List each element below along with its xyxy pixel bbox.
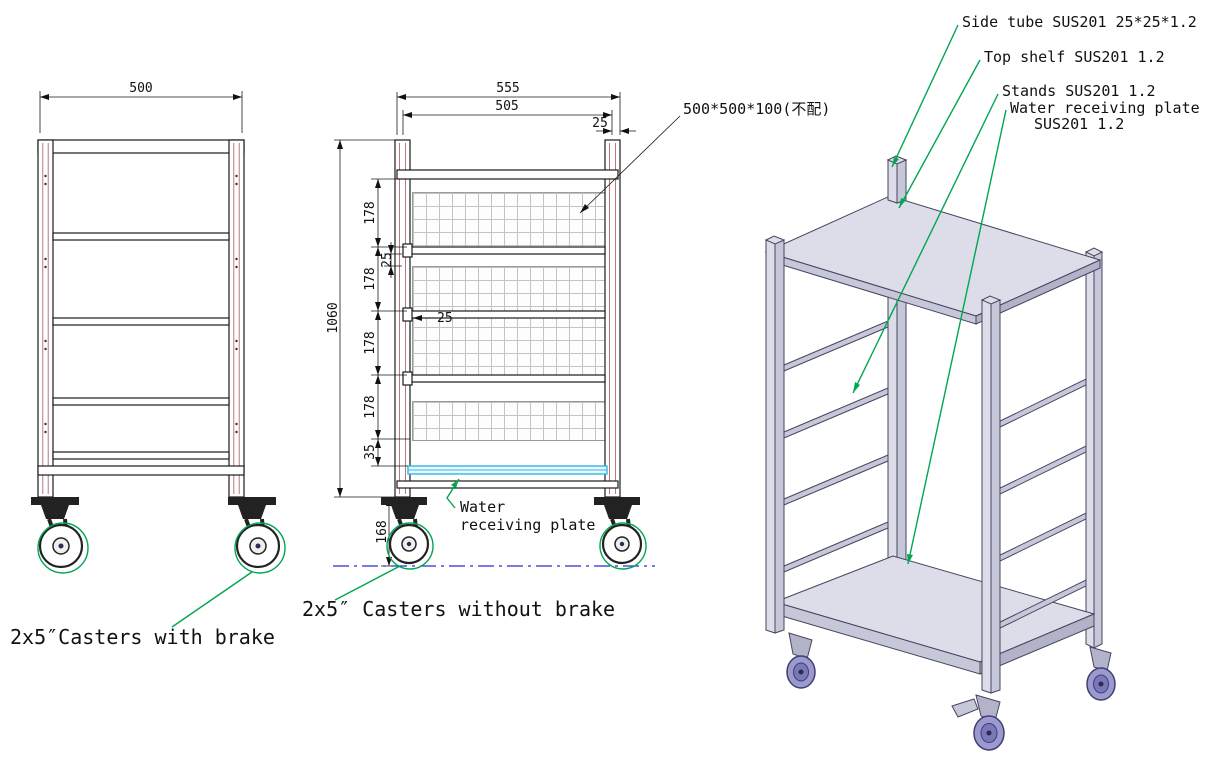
dim-178-3: 178 xyxy=(363,331,378,354)
dim-555: 555 xyxy=(496,81,519,96)
iso-caster-left xyxy=(786,632,816,689)
callout-stands: Stands SUS201 1.2 xyxy=(1002,82,1156,100)
front-caster-right xyxy=(228,497,286,574)
callout-water-plate-spec: SUS201 1.2 xyxy=(1034,115,1124,133)
brake-highlight-circle xyxy=(234,522,286,574)
iso-rails-left xyxy=(783,320,889,573)
dim-500: 500 xyxy=(129,81,152,96)
front-width-dimension: 500 xyxy=(39,81,243,133)
caster-no-brake-leader-line xyxy=(334,565,401,601)
brake-pedal xyxy=(951,698,979,718)
side-level-dimension-chain: 178 178 178 178 35 25 xyxy=(363,178,410,467)
front-frame xyxy=(37,139,245,498)
iso-caster-front xyxy=(951,694,1005,751)
screw-holes xyxy=(44,174,238,434)
water-plate-callout: Water receiving plate xyxy=(446,478,595,534)
label-casters-with-brake: 2x5″Casters with brake xyxy=(10,625,275,649)
iso-post-right xyxy=(1084,247,1104,649)
front-view: 500 xyxy=(10,81,286,649)
iso-caster-right xyxy=(1086,646,1116,701)
basket-grid-4 xyxy=(412,401,607,441)
callout-side-tube: Side tube SUS201 25*25*1.2 xyxy=(962,13,1197,31)
rail-thickness-dimension: 25 xyxy=(413,311,453,326)
iso-top-shelf xyxy=(764,195,1102,325)
iso-post-back-cap xyxy=(886,155,908,204)
basket-callout: 500*500*100(不配) xyxy=(579,100,830,214)
brake-highlight-circle xyxy=(37,522,89,574)
side-frame xyxy=(394,139,621,498)
iso-callout-leaders xyxy=(852,24,1007,565)
top-shelf-edge xyxy=(396,169,619,180)
dim-178-2: 178 xyxy=(363,267,378,290)
dim-35: 35 xyxy=(363,444,378,460)
dim-178-1: 178 xyxy=(363,201,378,224)
dim-25-rail: 25 xyxy=(437,311,453,326)
dim-178-4: 178 xyxy=(363,395,378,418)
basket-grid-1 xyxy=(412,192,607,249)
dim-505: 505 xyxy=(495,99,518,114)
side-caster-right xyxy=(594,497,647,570)
label-casters-without-brake: 2x5″ Casters without brake xyxy=(302,597,615,621)
dim-25-small: 25 xyxy=(380,252,395,268)
side-caster-left xyxy=(381,497,434,570)
iso-bottom-shelf xyxy=(773,555,1096,675)
tray-rail xyxy=(409,374,606,383)
caster-brake-leader-line xyxy=(171,571,253,628)
side-top-dimensions: 555 505 25 xyxy=(396,81,636,135)
side-view: 555 505 25 xyxy=(302,81,830,621)
iso-view: Side tube SUS201 25*25*1.2 Top shelf SUS… xyxy=(764,13,1200,751)
dim-25-top: 25 xyxy=(592,116,608,131)
tray-rail xyxy=(409,246,606,255)
iso-post-front xyxy=(980,295,1002,694)
callout-basket: 500*500*100(不配) xyxy=(683,100,830,118)
callout-water-plate: Water receiving plate xyxy=(1010,99,1200,117)
callout-water-line1: Water xyxy=(460,498,505,516)
front-caster-left xyxy=(31,497,89,574)
basket-grid-3 xyxy=(412,313,607,377)
callout-water-line2: receiving plate xyxy=(460,516,595,534)
dim-1060: 1060 xyxy=(326,302,341,333)
callout-top-shelf: Top shelf SUS201 1.2 xyxy=(984,48,1165,66)
overall-height-dimension: 1060 xyxy=(326,139,397,498)
dim-168: 168 xyxy=(375,520,390,543)
bottom-frame-edge xyxy=(396,480,619,489)
iso-post-left xyxy=(764,235,786,634)
